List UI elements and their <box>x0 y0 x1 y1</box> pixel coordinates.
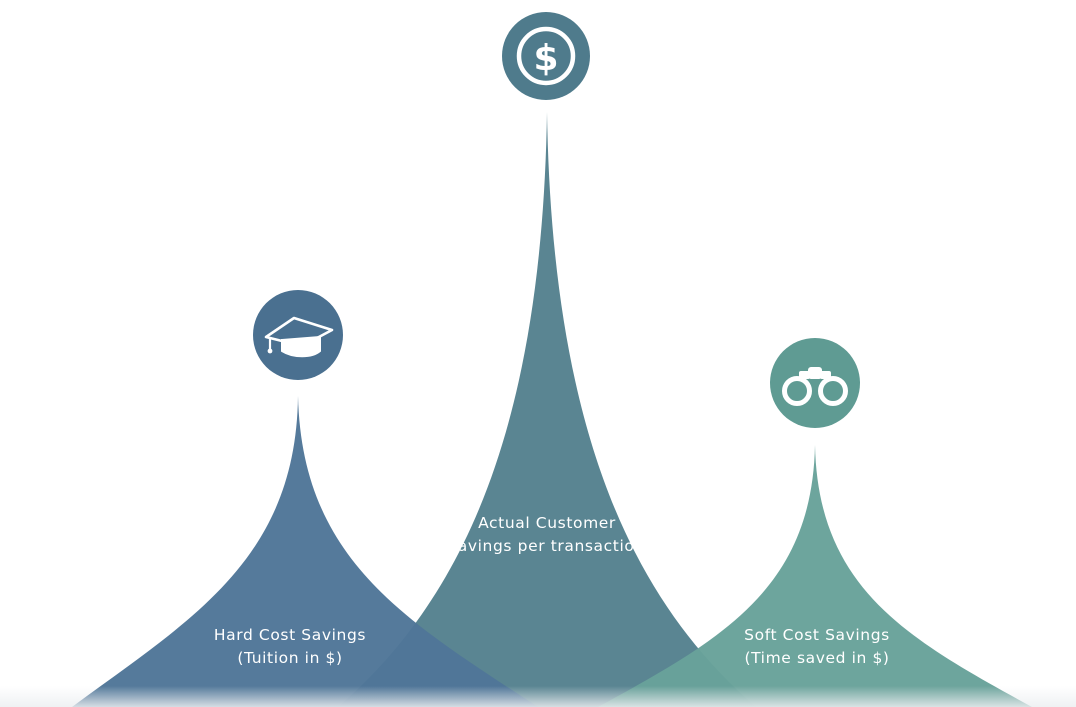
hard-cost-savings-label: Hard Cost Savings (Tuition in $) <box>185 624 395 670</box>
graduation-cap-icon <box>253 290 343 380</box>
actual-customer-savings-label: Actual Customer savings per transaction <box>432 512 662 558</box>
actual-label-line2: savings per transaction <box>449 537 645 555</box>
bottom-fade <box>0 686 1076 707</box>
soft-label-line2: (Time saved in $) <box>744 649 890 667</box>
svg-text:$: $ <box>533 38 558 79</box>
actual-customer-savings-peak <box>338 112 756 707</box>
soft-label-line1: Soft Cost Savings <box>744 626 890 644</box>
hard-label-line1: Hard Cost Savings <box>213 626 367 644</box>
soft-cost-savings-peak <box>598 445 1032 707</box>
hard-cost-savings-peak <box>72 396 538 707</box>
soft-cost-savings-label: Soft Cost Savings (Time saved in $) <box>712 624 922 670</box>
actual-label-line1: Actual Customer <box>478 514 616 532</box>
hard-label-line2: (Tuition in $) <box>237 649 343 667</box>
dollar-sign-icon: $ <box>502 12 590 100</box>
binoculars-icon <box>770 338 860 428</box>
